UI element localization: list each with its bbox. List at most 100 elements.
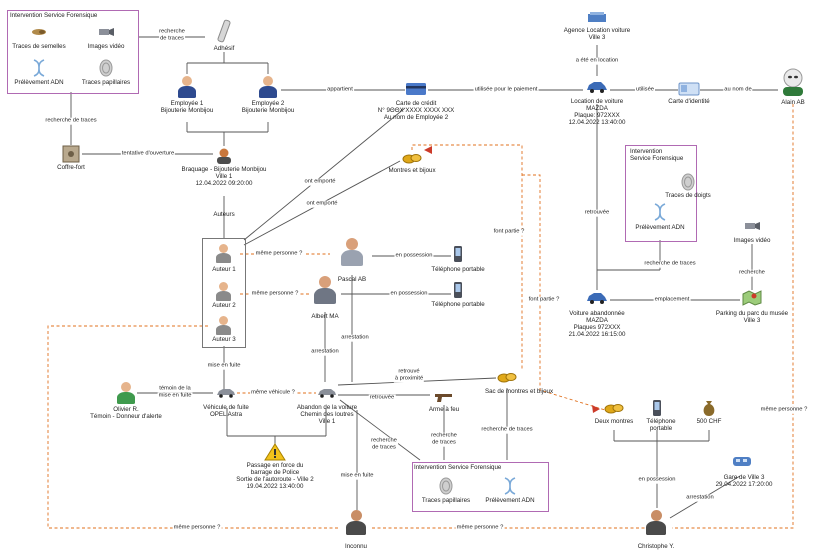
label-location-l4: 12.04.2022 13:40:00: [568, 119, 626, 126]
auteurs-box: [202, 238, 246, 348]
edge-label-font-partie-1: font partie ?: [492, 228, 526, 236]
label-telephone1: Téléphone portable: [431, 266, 485, 273]
edge-label-recherche-top-l2: de traces: [159, 35, 185, 43]
auteur1-icon: [216, 253, 231, 263]
label-alain: Alain AB: [781, 99, 805, 106]
edge-alain-christophe: [672, 104, 794, 529]
label-traces-doigts: Traces de doigts: [665, 192, 711, 199]
adhesive-tape-icon: [217, 19, 231, 43]
label-telephone2: Téléphone portable: [431, 301, 485, 308]
label-gare-l2: 29.04.2022 17:20:00: [715, 481, 773, 488]
edge-label-font-partie-2: font partie ?: [527, 296, 561, 304]
pascal-icon: [341, 250, 363, 266]
edge-label-recherche-top-l1: recherche: [158, 28, 186, 36]
label-coffre-fort: Coffre-fort: [57, 164, 85, 171]
employee1-icon: [178, 86, 196, 98]
abandoned-car-icon: [587, 293, 607, 304]
isf-box-2-title-l1: Intervention: [630, 148, 663, 155]
label-employe1-l1: Employée 1: [170, 100, 204, 107]
albert-icon: [314, 288, 336, 304]
isf-box-2-title-l2: Service Forensique: [630, 155, 684, 162]
edge-label-en-possession-3: en possession: [637, 476, 677, 484]
dna-icon: [33, 59, 45, 77]
dna-icon-3: [504, 477, 516, 495]
isf-box-1-title: Intervention Service Forensique: [10, 12, 98, 19]
money-bag-icon: [703, 401, 715, 416]
label-parking-l2: Ville 3: [743, 317, 761, 324]
label-voiture-ab-l4: 21.04.2022 16:15:00: [568, 331, 626, 338]
label-christophe: Christophe Y.: [637, 543, 675, 550]
isf-box-3-title: Intervention Service Forensique: [414, 464, 502, 471]
label-gare-l1: Gare de Ville 3: [723, 474, 765, 481]
robbery-icon: [217, 148, 231, 164]
label-vehicule-fuite-l1: Véhicule de fuite: [203, 404, 249, 411]
auteur1-head: [219, 244, 228, 253]
auteur3-icon: [216, 325, 231, 335]
auteur2-icon: [216, 291, 231, 301]
shoe-print-icon: [32, 29, 46, 35]
label-montres-bijoux: Montres et bijoux: [388, 167, 436, 174]
edge-auteur3-inconnu: [47, 325, 340, 529]
edge-label-meme-personne-bottom-1: même personne ?: [172, 524, 222, 532]
edge-label-arrestation-3: arrestation: [685, 494, 715, 502]
train-icon: [733, 457, 751, 466]
label-employe2-l2: Bijouterie Monbijou: [241, 107, 295, 114]
label-passage-l2: barrage de Police: [250, 469, 300, 476]
label-voiture-ab-l2: MAZDA: [586, 317, 608, 324]
label-auteur3: Auteur 3: [212, 336, 236, 343]
edge-label-recherche-arme-l1: recherche: [430, 432, 458, 440]
rental-car-icon: [587, 82, 607, 93]
phone-icon-2: [454, 282, 462, 298]
arrowhead-montres: [424, 146, 432, 154]
edge-label-ont-emporte-1: ont emporté: [303, 178, 337, 186]
inconnu-head: [351, 510, 362, 521]
edge-label-temoin-l2: mise en fuite: [157, 392, 193, 400]
edge-label-recherche-left: recherche de traces: [44, 117, 98, 125]
edge-abandon-isf3: [339, 399, 421, 461]
video-camera-icon: [99, 28, 114, 36]
label-adhesif: Adhésif: [213, 45, 235, 52]
label-carte-identite: Carte d'identité: [668, 98, 710, 105]
employee1-head: [182, 76, 192, 86]
jewelry-icon: [402, 154, 422, 164]
employee2-icon: [259, 86, 277, 98]
masked-person-icon: [783, 68, 803, 96]
edge-label-recherche-arme-l2: de traces: [431, 439, 457, 447]
label-telephone3-l1: Téléphone: [646, 418, 676, 425]
edge-label-recherche-sac: recherche de traces: [480, 426, 534, 434]
edge-label-retrouvee: retrouvée: [583, 209, 611, 217]
edge-label-emplacement: emplacement: [653, 296, 691, 304]
label-employe2-l1: Employée 2: [251, 100, 285, 107]
edge-label-meme-vehicule: même véhicule ?: [250, 389, 296, 397]
edge-label-ont-emporte-2: ont emporté: [305, 200, 339, 208]
label-location-l1: Location de voiture: [570, 98, 624, 105]
dna-icon-2: [654, 203, 666, 221]
getaway-car-icon: [217, 389, 235, 398]
edge-font-partie-1: [411, 144, 523, 370]
olivier-icon: [117, 392, 135, 404]
label-deux-montres: Deux montres: [594, 418, 634, 425]
watches-icon: [604, 404, 624, 414]
label-braquage-l1: Braquage - Bijouterie Monbijou: [181, 166, 267, 173]
label-images-video-2: Images vidéo: [733, 237, 771, 244]
label-inconnu: Inconnu: [344, 543, 368, 550]
video-camera-icon-2: [745, 222, 760, 230]
safe-icon: [62, 145, 80, 163]
label-olivier-l2: Témoin - Donneur d'alerte: [90, 413, 162, 420]
label-olivier-l1: Olivier R.: [113, 406, 139, 413]
label-pascal: Pascal AB: [337, 276, 367, 283]
christophe-icon: [646, 521, 666, 535]
arrowheads: [424, 146, 600, 413]
fingerprint-icon-3: [439, 477, 453, 495]
label-parking-l1: Parking du parc du musée: [715, 310, 789, 317]
label-albert: Albert MA: [311, 313, 339, 320]
label-vehicule-fuite-l2: OPEL Astra: [209, 411, 243, 418]
label-traces-papillaires-3: Traces papillaires: [421, 497, 471, 504]
label-prelevement-adn-2: Prélèvement ADN: [635, 224, 685, 231]
label-images-video-1: Images vidéo: [87, 43, 125, 50]
inconnu-icon: [346, 521, 366, 535]
label-abandon-l3: Ville 1: [318, 418, 336, 425]
isf-box-1: [7, 10, 139, 94]
